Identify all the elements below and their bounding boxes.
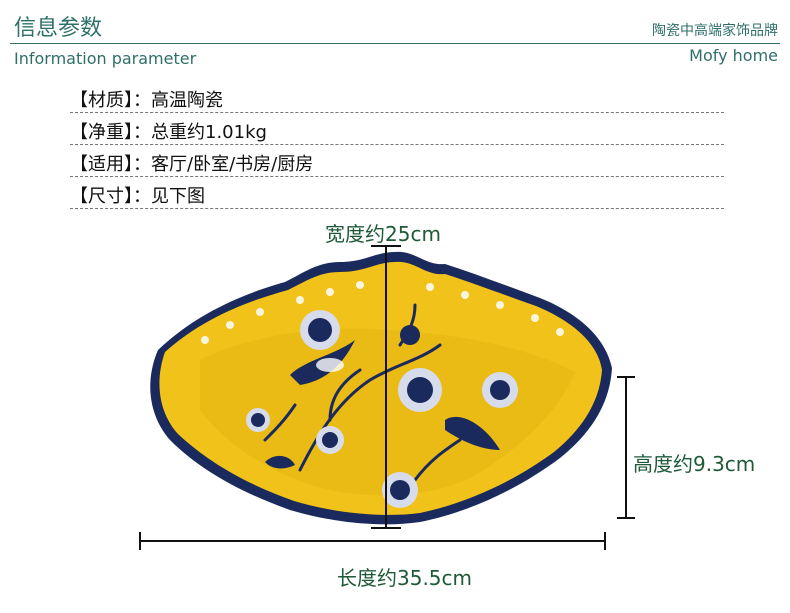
spec-weight: 【净重】：总重约1.01kg bbox=[70, 122, 267, 143]
flower-icon bbox=[246, 310, 518, 508]
spec-row-size: 【尺寸】：见下图 bbox=[70, 180, 724, 212]
spec-divider bbox=[70, 144, 724, 145]
spec-usage: 【适用】：客厅/卧室/书房/厨房 bbox=[70, 154, 314, 175]
bowl-inner bbox=[200, 328, 575, 496]
spec-list: 【材质】：高温陶瓷 【净重】：总重约1.01kg 【适用】：客厅/卧室/书房/厨… bbox=[70, 84, 724, 212]
spec-row-weight: 【净重】：总重约1.01kg bbox=[70, 116, 724, 148]
spec-material: 【材质】：高温陶瓷 bbox=[70, 90, 223, 111]
header-divider bbox=[10, 43, 780, 44]
page-subtitle: Information parameter bbox=[14, 49, 197, 68]
spec-row-usage: 【适用】：客厅/卧室/书房/厨房 bbox=[70, 148, 724, 180]
spec-divider bbox=[70, 176, 724, 177]
page-title: 信息参数 bbox=[14, 16, 103, 41]
length-label: 长度约35.5cm bbox=[337, 566, 473, 590]
spec-divider bbox=[70, 208, 724, 209]
brand-name: Mofy home bbox=[689, 46, 778, 65]
height-label: 高度约9.3cm bbox=[633, 452, 756, 476]
spec-size: 【尺寸】：见下图 bbox=[70, 186, 205, 207]
dimension-lines bbox=[139, 245, 635, 550]
spec-row-material: 【材质】：高温陶瓷 bbox=[70, 84, 724, 116]
width-label: 宽度约25cm bbox=[325, 222, 441, 246]
bowl-image bbox=[150, 251, 612, 525]
brand-tagline: 陶瓷中高端家饰品牌 bbox=[652, 23, 778, 39]
spec-divider bbox=[70, 112, 724, 113]
bird-icon bbox=[265, 340, 500, 469]
